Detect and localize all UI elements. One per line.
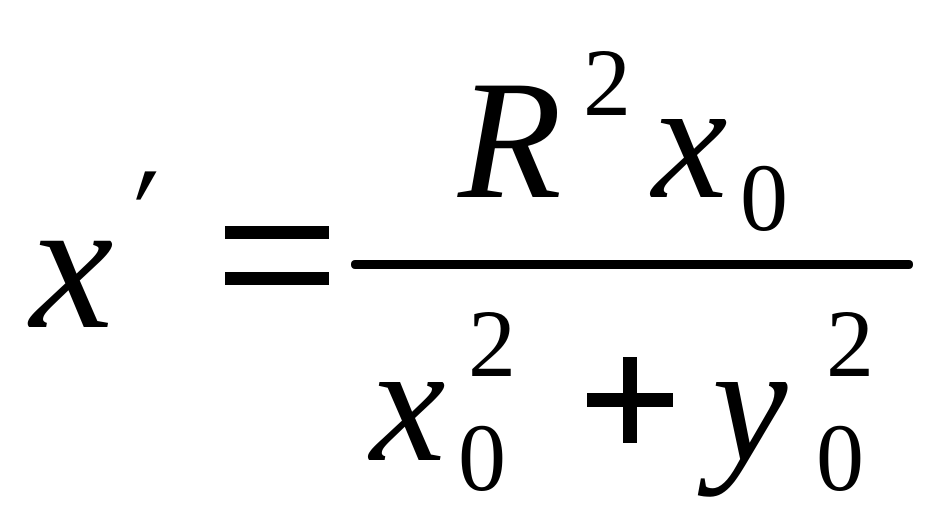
plus-vertical-stroke	[623, 357, 637, 443]
lhs-prime: ′	[113, 143, 169, 276]
equals-bar-top	[225, 226, 329, 239]
equals-bar-bottom	[225, 272, 329, 285]
lhs-variable: x	[30, 159, 114, 368]
numerator-base: R	[458, 46, 562, 234]
numerator-base-exponent: 2	[583, 29, 631, 136]
denominator-term2-subscript: 0	[816, 404, 864, 511]
numerator-variable: x	[652, 46, 728, 234]
denominator-term2: y	[712, 309, 788, 497]
denominator-term1-subscript: 0	[458, 404, 506, 511]
denominator-term1-exponent: 2	[468, 290, 516, 397]
fraction-bar	[351, 260, 913, 269]
numerator-variable-subscript: 0	[740, 144, 788, 251]
denominator-term1: x	[370, 309, 446, 497]
denominator-term2-exponent: 2	[826, 290, 874, 397]
